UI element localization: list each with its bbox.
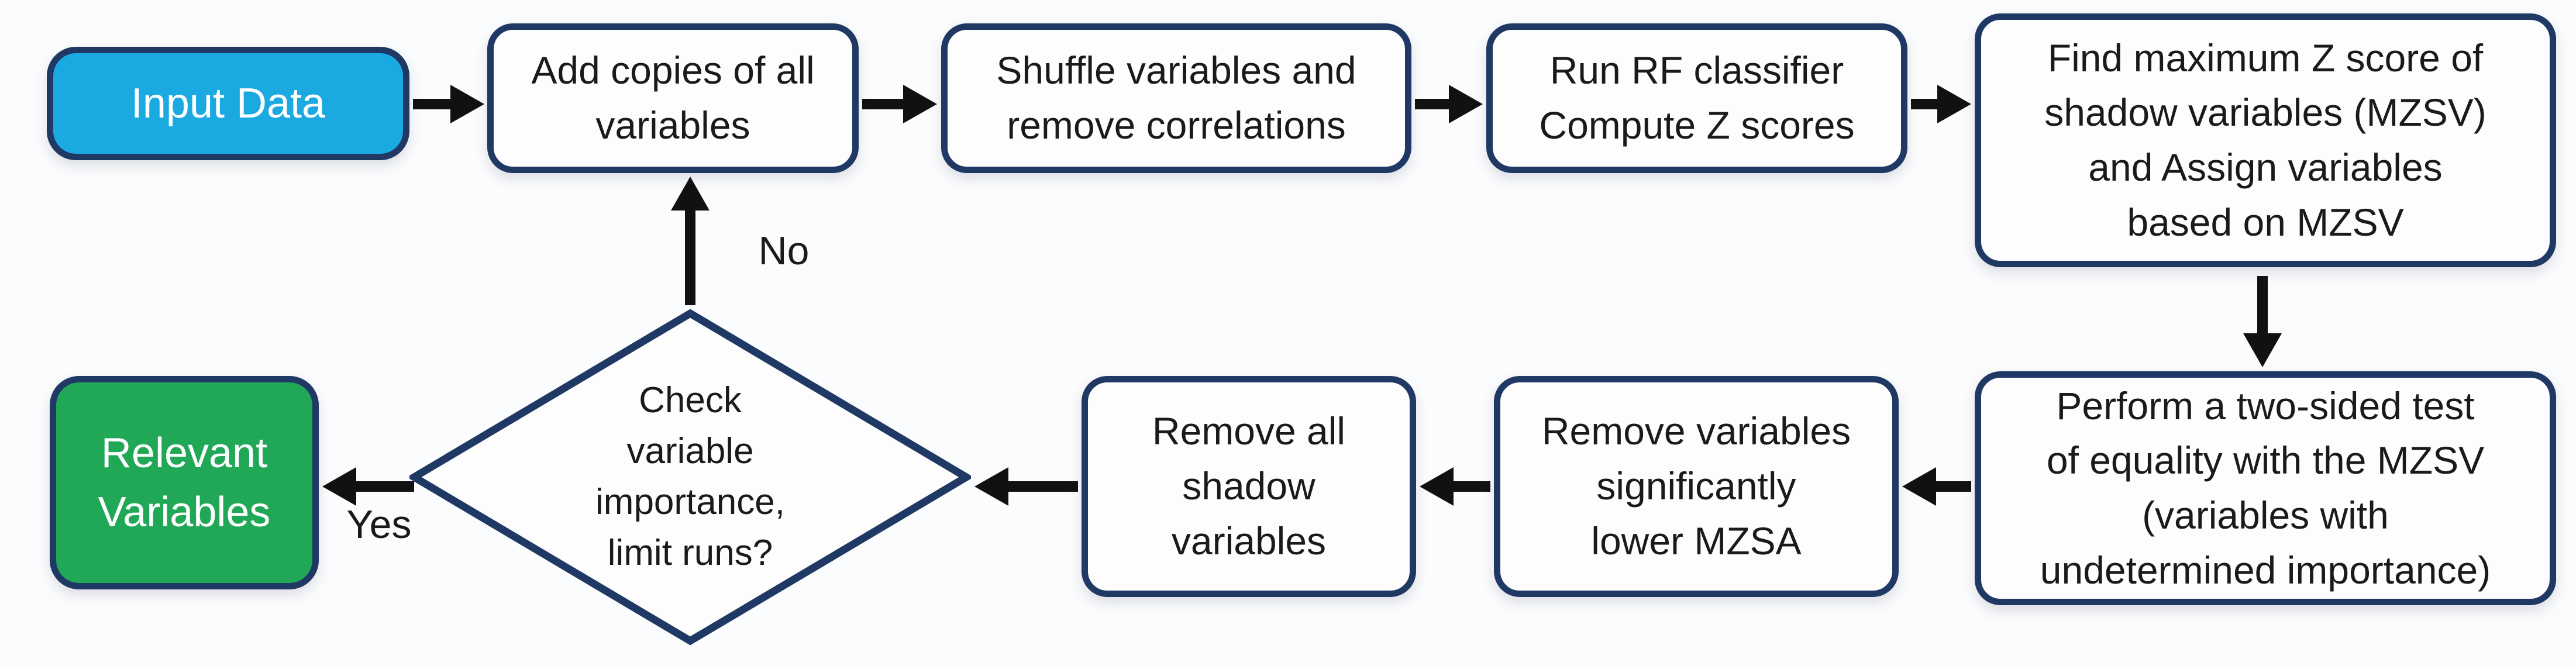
arrow-shaft	[1449, 481, 1490, 492]
node-remove-lower-mzsa: Remove variables significantly lower MZS…	[1494, 376, 1899, 597]
node-decision-check-importance: Check variable importance, limit runs?	[409, 309, 971, 646]
node-remove-lower-mzsa-label: Remove variables significantly lower MZS…	[1541, 409, 1851, 563]
node-relevant-variables-label: Relevant Variables	[98, 429, 271, 536]
edge-label-yes: Yes	[346, 502, 412, 547]
arrow-shaft	[862, 99, 908, 109]
flow-arrow-decision-to-add-copies	[664, 177, 717, 305]
edge-label-no: No	[758, 229, 810, 273]
arrow-shaft	[1415, 99, 1454, 109]
arrow-shaft	[1911, 99, 1942, 109]
flow-arrow-shuffle-to-run-rf	[1415, 78, 1483, 130]
arrow-head-icon	[1449, 85, 1483, 123]
flow-arrow-input-to-add-copies	[413, 78, 484, 130]
node-find-max-zscore: Find maximum Z score of shadow variables…	[1975, 13, 2556, 267]
arrow-head-icon	[450, 85, 484, 123]
arrow-head-icon	[974, 467, 1008, 506]
flow-arrow-run-rf-to-find-max	[1911, 78, 1971, 130]
node-remove-shadow-variables: Remove all shadow variables	[1082, 376, 1416, 597]
arrow-shaft	[2257, 276, 2268, 337]
node-two-sided-test: Perform a two-sided test of equality wit…	[1975, 371, 2556, 605]
arrow-shaft	[1004, 481, 1078, 492]
arrow-head-icon	[1420, 467, 1454, 506]
arrow-head-icon	[671, 177, 710, 211]
arrow-head-icon	[1902, 467, 1936, 506]
flow-arrow-test-to-remove-lower	[1902, 460, 1971, 513]
arrow-head-icon	[322, 467, 356, 506]
node-decision-label: Check variable importance, limit runs?	[595, 380, 785, 573]
arrow-head-icon	[1937, 85, 1971, 123]
node-run-rf-classifier-label: Run RF classifier Compute Z scores	[1539, 49, 1855, 147]
flow-arrow-add-copies-to-shuffle	[862, 78, 937, 130]
diamond-shape-icon	[409, 309, 971, 646]
flow-arrow-remove-shadow-to-decision	[974, 460, 1078, 513]
node-relevant-variables: Relevant Variables	[50, 376, 319, 589]
node-two-sided-test-label: Perform a two-sided test of equality wit…	[2040, 384, 2491, 592]
node-add-copies: Add copies of all variables	[487, 23, 859, 173]
node-find-max-zscore-label: Find maximum Z score of shadow variables…	[2044, 36, 2487, 244]
node-run-rf-classifier: Run RF classifier Compute Z scores	[1486, 23, 1907, 173]
node-shuffle-variables-label: Shuffle variables and remove correlation…	[996, 49, 1356, 147]
node-input-data-label: Input Data	[130, 80, 326, 127]
arrow-head-icon	[903, 85, 937, 123]
node-input-data: Input Data	[47, 47, 409, 160]
flow-arrow-find-max-to-test	[2236, 276, 2289, 367]
flow-arrow-remove-lower-to-remove-shadow	[1420, 460, 1490, 513]
node-add-copies-label: Add copies of all variables	[531, 49, 815, 147]
node-remove-shadow-variables-label: Remove all shadow variables	[1152, 409, 1346, 563]
flow-arrow-decision-to-relevant	[322, 460, 414, 513]
arrow-shaft	[413, 99, 455, 109]
arrow-shaft	[685, 207, 695, 305]
arrow-head-icon	[2243, 333, 2282, 367]
node-shuffle-variables: Shuffle variables and remove correlation…	[941, 23, 1411, 173]
arrow-shaft	[352, 481, 414, 492]
arrow-shaft	[1931, 481, 1971, 492]
